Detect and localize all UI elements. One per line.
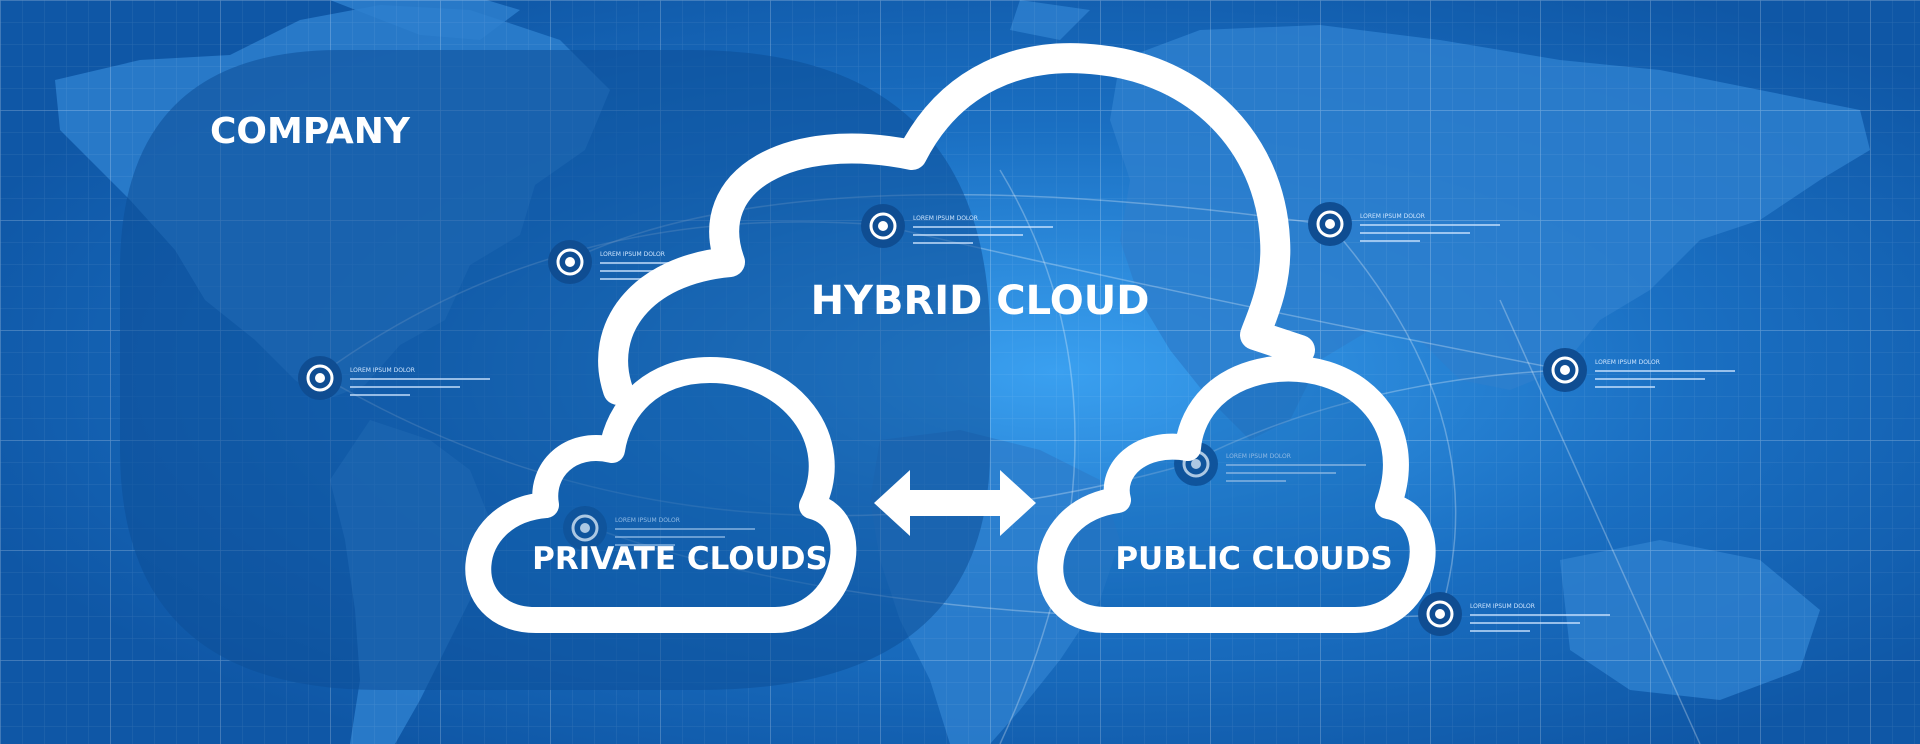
- marker-placeholder-line: [350, 378, 490, 380]
- marker-caption: LOREM IPSUM DOLOR: [600, 251, 665, 258]
- marker-placeholder-line: [615, 536, 725, 538]
- marker-placeholder-line: [1595, 370, 1735, 372]
- marker-placeholder-line: [350, 386, 460, 388]
- hybrid-cloud-label: HYBRID CLOUD: [811, 278, 1150, 324]
- marker-dot-icon: [565, 257, 575, 267]
- double-arrow-icon: [874, 470, 1036, 536]
- marker-placeholder-line: [1226, 464, 1366, 466]
- marker-placeholder-line: [1360, 224, 1500, 226]
- location-marker: LOREM IPSUM DOLOR: [563, 506, 755, 550]
- marker-ring-icon: [1551, 356, 1579, 384]
- marker-placeholder-line: [913, 226, 1053, 228]
- marker-placeholder-line: [1470, 614, 1610, 616]
- marker-dot-icon: [878, 221, 888, 231]
- marker-ring-icon: [1426, 600, 1454, 628]
- marker-placeholder-line: [1360, 240, 1420, 242]
- marker-placeholder-line: [350, 394, 410, 396]
- marker-ring-icon: [556, 248, 584, 276]
- marker-ring-icon: [571, 514, 599, 542]
- location-marker: LOREM IPSUM DOLOR: [861, 204, 1053, 248]
- marker-caption: LOREM IPSUM DOLOR: [1470, 603, 1535, 610]
- location-marker: LOREM IPSUM DOLOR: [1308, 202, 1500, 246]
- marker-dot-icon: [1191, 459, 1201, 469]
- marker-caption: LOREM IPSUM DOLOR: [615, 517, 680, 524]
- location-marker: LOREM IPSUM DOLOR: [1418, 592, 1610, 636]
- location-markers: LOREM IPSUM DOLOR LOREM IPSUM DOLOR LOREM …: [298, 202, 1735, 636]
- marker-placeholder-line: [615, 544, 675, 546]
- marker-placeholder-line: [913, 234, 1023, 236]
- marker-ring-icon: [869, 212, 897, 240]
- marker-dot-icon: [580, 523, 590, 533]
- public-cloud-shape: [1037, 355, 1436, 633]
- marker-dot-icon: [1325, 219, 1335, 229]
- marker-placeholder-line: [1360, 232, 1470, 234]
- marker-caption: LOREM IPSUM DOLOR: [1360, 213, 1425, 220]
- company-label: COMPANY: [210, 111, 411, 152]
- marker-dot-icon: [1435, 609, 1445, 619]
- marker-placeholder-line: [1470, 622, 1580, 624]
- marker-placeholder-line: [913, 242, 973, 244]
- location-marker: LOREM IPSUM DOLOR: [1543, 348, 1735, 392]
- marker-placeholder-line: [1470, 630, 1530, 632]
- marker-caption: LOREM IPSUM DOLOR: [1226, 453, 1291, 460]
- private-clouds-label: PRIVATE CLOUDS: [532, 541, 828, 577]
- marker-ring-icon: [306, 364, 334, 392]
- hybrid-cloud-shape: [598, 43, 1315, 405]
- marker-ring-icon: [1316, 210, 1344, 238]
- private-cloud-shape: [465, 357, 857, 633]
- public-clouds-label: PUBLIC CLOUDS: [1115, 541, 1392, 577]
- marker-caption: LOREM IPSUM DOLOR: [350, 367, 415, 374]
- marker-placeholder-line: [1595, 386, 1655, 388]
- marker-placeholder-line: [1226, 480, 1286, 482]
- marker-caption: LOREM IPSUM DOLOR: [1595, 359, 1660, 366]
- marker-dot-icon: [1560, 365, 1570, 375]
- marker-dot-icon: [315, 373, 325, 383]
- marker-placeholder-line: [615, 528, 755, 530]
- marker-placeholder-line: [600, 278, 660, 280]
- company-panel: [120, 50, 990, 690]
- marker-placeholder-line: [1226, 472, 1336, 474]
- marker-placeholder-line: [1595, 378, 1705, 380]
- marker-caption: LOREM IPSUM DOLOR: [913, 215, 978, 222]
- location-marker: LOREM IPSUM DOLOR: [298, 356, 490, 400]
